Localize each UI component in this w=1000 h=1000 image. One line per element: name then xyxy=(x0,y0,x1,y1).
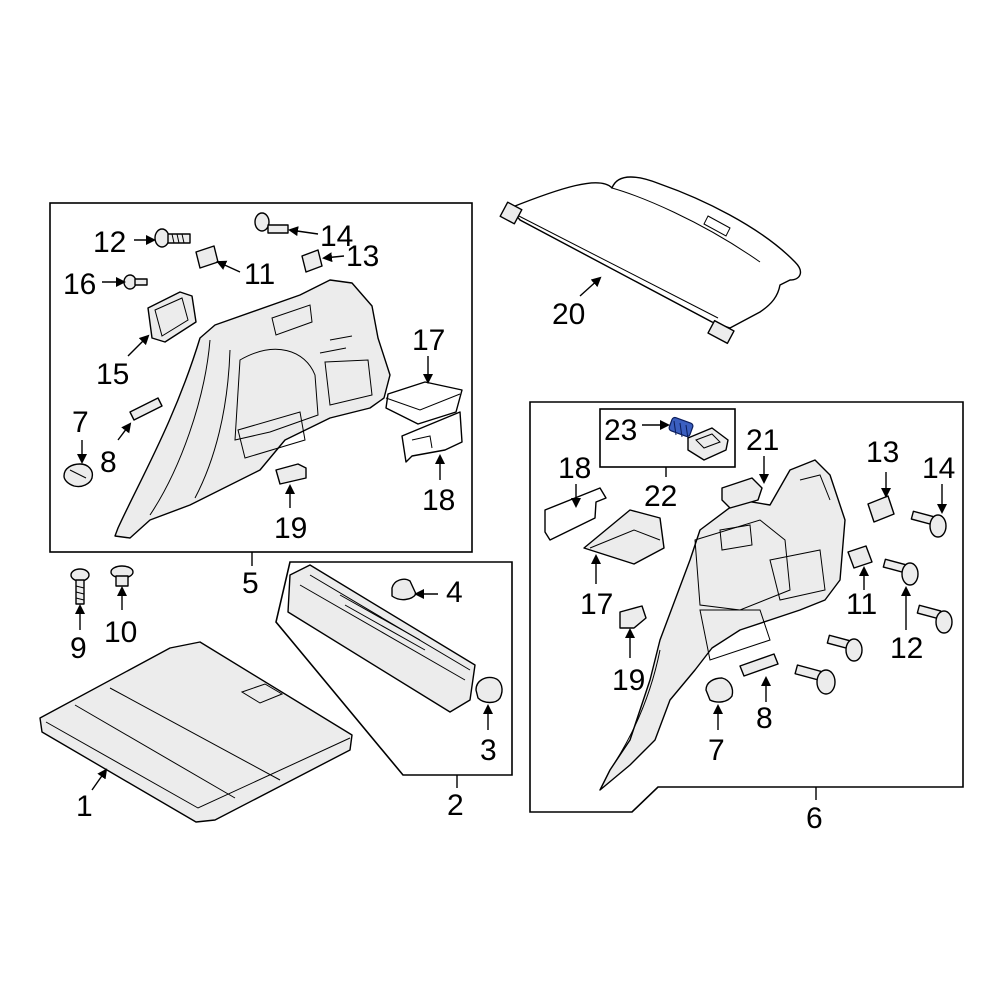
callout-14b: 14 xyxy=(922,452,955,485)
clip-part-11-left[interactable] xyxy=(195,245,219,269)
bolt-part-12-right-upper[interactable] xyxy=(882,558,919,586)
clip-part-19-left[interactable] xyxy=(275,463,307,485)
callout-3: 3 xyxy=(480,734,497,767)
callout-23: 23 xyxy=(604,414,637,447)
leader-20 xyxy=(579,276,602,297)
callout-7a: 7 xyxy=(72,406,89,439)
callout-12b: 12 xyxy=(890,632,923,665)
callout-17a: 17 xyxy=(412,324,445,357)
callout-11a: 11 xyxy=(244,258,275,291)
bracket-part-18-left[interactable] xyxy=(401,411,463,463)
leader-11a xyxy=(216,260,241,273)
callout-13b: 13 xyxy=(866,436,899,469)
bracket-part-18-right[interactable] xyxy=(544,487,607,541)
retainer-part-3[interactable] xyxy=(475,676,503,704)
bolt-part-14-left[interactable] xyxy=(254,212,289,234)
group-box-6 xyxy=(529,401,964,813)
bolt-part-12-right-lower[interactable] xyxy=(916,604,953,634)
leader-14a xyxy=(288,226,319,237)
nut-part-13-left[interactable] xyxy=(301,249,323,273)
callout-2: 2 xyxy=(447,789,464,822)
group-box-22 xyxy=(599,408,736,468)
bolt-part-12-left[interactable] xyxy=(154,228,191,248)
pad-part-8-right[interactable] xyxy=(739,653,779,677)
connector-part-21[interactable] xyxy=(721,477,763,509)
screw-part-16[interactable] xyxy=(123,274,148,290)
group-box-5 xyxy=(49,202,473,553)
leader-8a xyxy=(117,422,132,441)
clip-part-19-right[interactable] xyxy=(619,605,647,629)
callout-19a: 19 xyxy=(274,512,307,545)
callout-7b: 7 xyxy=(708,734,725,767)
quarter-trim-panel-right[interactable] xyxy=(599,459,846,791)
callout-11b: 11 xyxy=(846,588,877,621)
callout-18a: 18 xyxy=(422,484,455,517)
callout-17b: 17 xyxy=(580,588,613,621)
callout-15: 15 xyxy=(96,358,129,391)
leader-1 xyxy=(91,768,108,791)
tray-part-17-right[interactable] xyxy=(583,509,665,565)
sill-plate-part-2[interactable] xyxy=(287,564,476,713)
leader-15 xyxy=(127,334,150,357)
cup-holder-part-22[interactable] xyxy=(687,427,729,461)
callout-13a: 13 xyxy=(346,240,379,273)
bolt-part-14-right[interactable] xyxy=(910,510,947,538)
callout-21: 21 xyxy=(746,424,779,457)
clip-part-11-right[interactable] xyxy=(847,545,873,569)
access-cover-part-15[interactable] xyxy=(147,291,197,343)
cargo-floor-part-1[interactable] xyxy=(39,641,353,823)
retainer-part-10[interactable] xyxy=(110,565,134,587)
bolt-extra-right-b[interactable] xyxy=(794,664,836,695)
callout-19b: 19 xyxy=(612,664,645,697)
screw-part-9[interactable] xyxy=(70,568,90,605)
cap-part-4[interactable] xyxy=(391,578,417,601)
callout-20: 20 xyxy=(552,298,585,331)
nut-part-13-right[interactable] xyxy=(867,495,895,523)
bolt-extra-right-a[interactable] xyxy=(826,634,863,662)
retainer-part-7-right[interactable] xyxy=(705,677,734,703)
callout-6: 6 xyxy=(806,802,823,835)
callout-16: 16 xyxy=(63,268,96,301)
callout-10: 10 xyxy=(104,616,137,649)
pad-part-8-left[interactable] xyxy=(129,397,163,421)
callout-8a: 8 xyxy=(100,446,117,479)
tray-part-17-left[interactable] xyxy=(385,381,463,425)
callout-1: 1 xyxy=(76,790,93,823)
callout-9: 9 xyxy=(70,632,87,665)
callout-14a: 14 xyxy=(320,220,353,253)
cargo-cover-part-20[interactable] xyxy=(499,176,802,345)
callout-4: 4 xyxy=(446,576,463,609)
quarter-trim-panel-left[interactable] xyxy=(114,279,391,539)
socket-part-23-highlighted[interactable] xyxy=(668,416,694,440)
callout-5: 5 xyxy=(242,567,259,600)
leader-13a xyxy=(322,252,345,263)
callout-18b: 18 xyxy=(558,452,591,485)
retainer-part-7-left[interactable] xyxy=(63,463,94,488)
callout-22: 22 xyxy=(644,480,677,513)
callout-8b: 8 xyxy=(756,702,773,735)
callout-12a: 12 xyxy=(93,226,126,259)
